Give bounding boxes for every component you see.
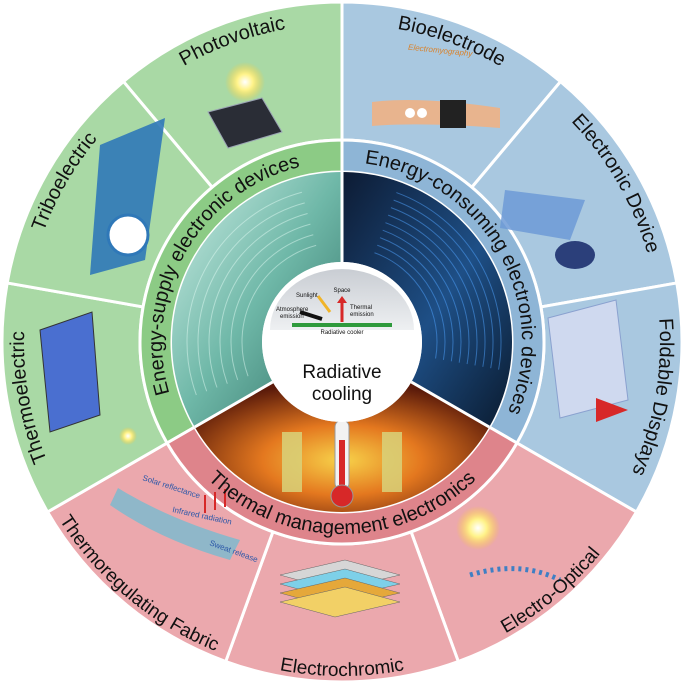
circuit-trace: [390, 207, 486, 367]
flexible-sensor-icon: [500, 190, 585, 240]
photo-solar-glass: [172, 172, 342, 427]
inner-photo-ring: [172, 172, 512, 512]
electrochromic-layer-icon: [279, 586, 401, 618]
foldable-display-icon: [547, 299, 629, 419]
label-sunlight: Sunlight: [296, 293, 318, 299]
label-space: Space: [333, 288, 351, 294]
radiative-cooling-schematic-icon: Space Sunlight Atmosphere emission Therm…: [270, 269, 414, 336]
label-thermal-2: emission: [350, 312, 374, 318]
glass-streak: [186, 191, 303, 396]
circuit-trace: [379, 237, 454, 362]
center-title-line1: Radiative: [302, 362, 381, 383]
label-atmosphere-2: emission: [280, 314, 304, 320]
electrode-patch-icon: [440, 100, 466, 128]
wedge-divider: [194, 380, 274, 429]
heat-pipe-right: [382, 432, 402, 492]
thermoelectric-module-icon: [39, 311, 101, 433]
circuit-trace: [377, 244, 446, 360]
circuit-trace: [374, 252, 438, 359]
circuit-trace: [393, 199, 494, 369]
glass-streak: [230, 234, 314, 381]
arrow-icon: [596, 398, 628, 422]
circuit-trace: [388, 214, 478, 366]
wedge-divider: [410, 380, 490, 429]
sensor-mesh-icon: [555, 241, 595, 269]
light-glow-icon: [456, 506, 500, 550]
sensor-dot-icon: [405, 108, 415, 118]
center-title-line2: cooling: [312, 384, 372, 405]
thermometer-mercury: [339, 440, 345, 490]
bulb-icon: [119, 427, 137, 445]
label-radiative-cooler: Radiative cooler: [320, 330, 363, 336]
circuit-trace: [396, 192, 502, 370]
center-hub: Space Sunlight Atmosphere emission Therm…: [262, 262, 422, 422]
label-thermal-1: Thermal: [350, 305, 372, 311]
glass-streak: [219, 223, 311, 384]
illustrations: [39, 62, 629, 618]
sun-icon: [225, 62, 265, 102]
thermometer-bulb: [330, 484, 354, 508]
magnifier-icon: [106, 213, 150, 257]
circuit-trace: [382, 229, 462, 363]
glass-streak: [197, 202, 305, 392]
glass-streak: [208, 213, 308, 388]
sensor-dot-icon: [417, 108, 427, 118]
label-atmosphere-1: Atmosphere: [276, 307, 309, 313]
arm-icon: [372, 100, 500, 128]
solar-panel-icon: [207, 97, 283, 149]
heat-pipe-left: [282, 432, 302, 492]
fabric-icon: [110, 488, 240, 560]
glass-streak: [241, 244, 317, 377]
circuit-trace: [385, 222, 470, 365]
